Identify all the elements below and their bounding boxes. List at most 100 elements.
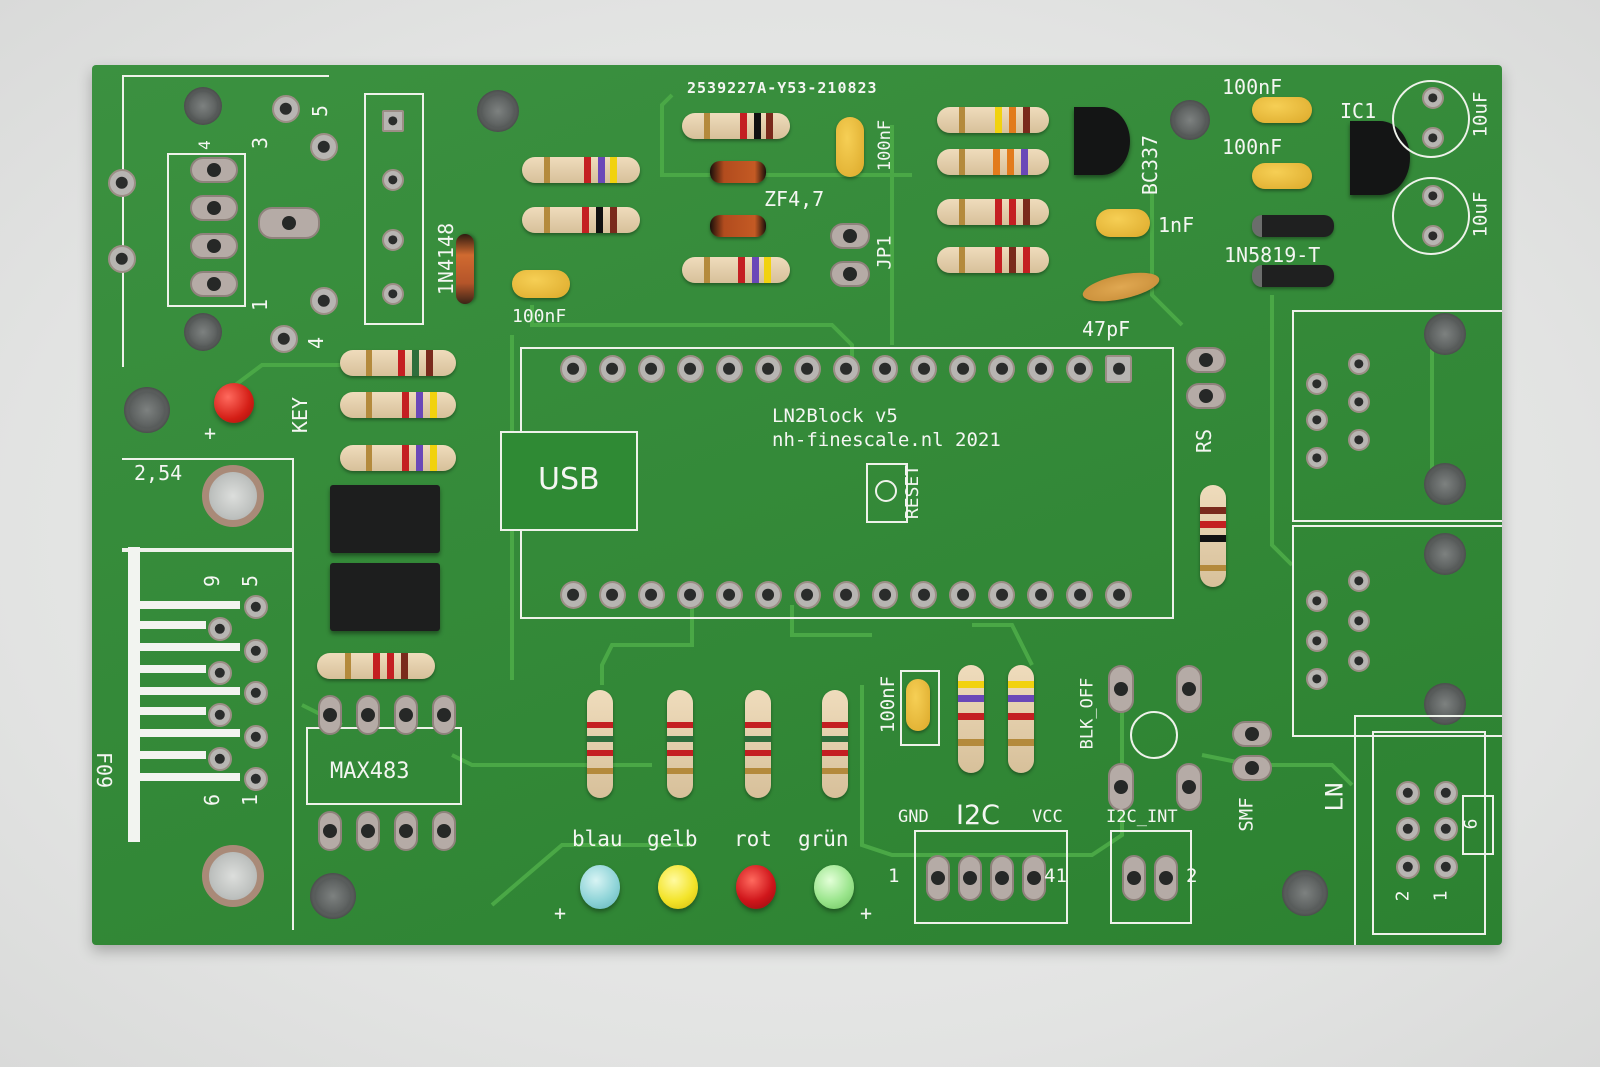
dsub-pin	[244, 639, 268, 663]
dsub-comb-finger	[128, 751, 206, 759]
resistor	[340, 392, 456, 418]
dsub-flange-outline	[122, 458, 294, 552]
rj-pin	[1306, 590, 1328, 612]
ic-pad	[318, 695, 342, 735]
rj-pin	[1306, 373, 1328, 395]
mounting-hole	[184, 313, 222, 351]
header-pin	[715, 355, 743, 383]
pin-label-6: 6	[200, 793, 225, 807]
header-pin	[754, 581, 782, 609]
resistor	[522, 207, 640, 233]
pin-label-5: 5	[308, 104, 333, 118]
label-100nf: 100nF	[1222, 75, 1283, 99]
ln-connector-outline	[1354, 715, 1502, 945]
resistor	[340, 445, 456, 471]
dsub-pin	[208, 747, 232, 771]
label-rs: RS	[1192, 428, 1217, 454]
dsub-comb-finger	[128, 665, 206, 673]
header-pin	[1105, 581, 1133, 609]
header-pin	[949, 581, 977, 609]
label-47pf: 47pF	[1082, 317, 1131, 341]
capacitor-pad	[1422, 185, 1444, 207]
label-100nf: 100nF	[875, 119, 896, 172]
rs-jumper-pad	[1186, 383, 1226, 409]
i2c-pad	[958, 855, 982, 901]
jp1-pad	[830, 223, 870, 249]
label-smf: SMF	[1235, 797, 1258, 832]
capacitor-pad	[1422, 127, 1444, 149]
header-pin	[598, 581, 626, 609]
dsub-comb-finger	[128, 621, 206, 629]
capacitor-100nf	[512, 270, 570, 298]
button-pad	[1108, 763, 1134, 811]
label-zener: ZF4,7	[764, 187, 825, 211]
capacitor-pad	[1422, 225, 1444, 247]
led-green	[814, 865, 854, 909]
pin-label-3: 3	[248, 136, 273, 150]
label-pitch: 2,54	[134, 461, 183, 485]
header-pin	[637, 581, 665, 609]
dsub-comb-finger	[128, 601, 240, 609]
connector-pad	[272, 95, 300, 123]
led-label-gelb: gelb	[647, 827, 698, 851]
mounting-hole	[1282, 870, 1328, 916]
label-i2c: I2C	[956, 800, 1000, 831]
header-row-bottom	[560, 581, 1133, 611]
capacitor-1nf	[1096, 209, 1150, 237]
label-ic1: IC1	[1340, 99, 1377, 123]
schottky-diode	[1252, 215, 1334, 237]
dsub-comb-finger	[128, 773, 240, 781]
dsub-comb-finger	[128, 707, 206, 715]
header-pin	[832, 355, 860, 383]
pin-label-1: 1	[248, 298, 273, 312]
zener-diode	[710, 161, 766, 183]
header-pin	[793, 355, 821, 383]
button-pad	[1176, 763, 1202, 811]
label-vcc: VCC	[1032, 807, 1063, 827]
rj-pin	[1306, 409, 1328, 431]
dsub-comb-finger	[128, 687, 240, 695]
header-pin	[598, 355, 626, 383]
mounting-hole	[184, 87, 222, 125]
capacitor-10uf-outline	[1392, 177, 1470, 255]
ln-pin	[1396, 855, 1420, 879]
rj-pin	[1348, 391, 1370, 413]
resistor	[587, 690, 613, 798]
zener-diode	[710, 215, 766, 237]
label-ln: LN	[1320, 782, 1349, 812]
label-10uf: 10uF	[1469, 191, 1492, 238]
mounting-hole	[477, 90, 519, 132]
dsub-pin	[244, 595, 268, 619]
ic-pad	[432, 695, 456, 735]
label-10uf: 10uF	[1469, 91, 1492, 138]
pin-label-4: 4	[194, 140, 214, 150]
connector-pad	[310, 287, 338, 315]
relay-pad	[382, 283, 404, 305]
led-plus-mark: +	[554, 901, 567, 925]
optocoupler-ic	[330, 563, 440, 631]
ic-pad	[394, 811, 418, 851]
mounting-hole	[1424, 683, 1466, 725]
resistor	[682, 257, 790, 283]
led-blue	[580, 865, 620, 909]
resistor	[937, 149, 1049, 175]
rj-pin	[1306, 668, 1328, 690]
capacitor-100nf	[1252, 163, 1312, 189]
connector-pad	[190, 195, 238, 221]
header-pin	[560, 355, 587, 383]
blk-off-button[interactable]	[1130, 711, 1178, 759]
connector-pad	[190, 157, 238, 183]
board-title: LN2Block v5	[772, 405, 898, 427]
i2c-int-pin-label-2: 2	[1186, 865, 1198, 887]
i2c-pin-label-1: 1	[888, 865, 900, 887]
rj-pin	[1306, 447, 1328, 469]
mounting-hole	[1424, 313, 1466, 355]
connector-pad	[190, 271, 238, 297]
capacitor-100nf	[836, 117, 864, 177]
header-pin	[871, 355, 899, 383]
connector-pad	[108, 169, 136, 197]
label-blk-off: BLK_OFF	[1077, 677, 1098, 750]
resistor	[937, 247, 1049, 273]
header-pin	[676, 581, 704, 609]
resistor	[937, 107, 1049, 133]
